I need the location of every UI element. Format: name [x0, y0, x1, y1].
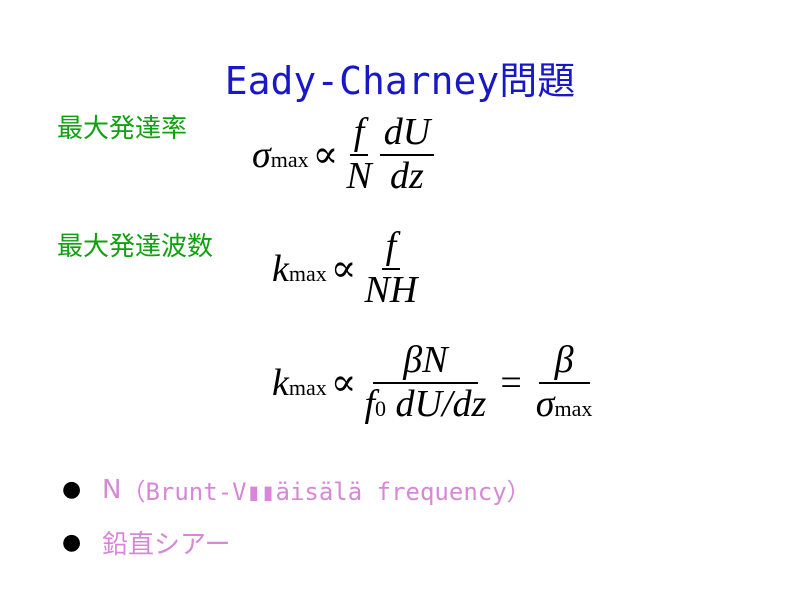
sigma-symbol: σ [535, 382, 555, 425]
denominator: f0 dU/dz [360, 382, 490, 426]
denominator: NH [364, 268, 418, 311]
proportional-symbol: ∝ [330, 248, 357, 291]
slide-title: Eady-Charney問題 [224, 59, 576, 103]
bullet-text: （Brunt-V▮▮äisälä frequency） [121, 478, 531, 506]
bullet-lead: 鉛直シアー [102, 530, 231, 560]
equals-symbol: = [500, 361, 522, 404]
bullet-icon: ● [62, 530, 82, 555]
max-subscript: max [288, 374, 327, 400]
numerator: βN [373, 339, 478, 384]
du-dz: dU/dz [395, 382, 487, 425]
denominator: N [346, 154, 372, 197]
f-symbol: f [364, 382, 376, 425]
bullet-item: ● 鉛直シアー [62, 524, 230, 561]
denominator: σmax [532, 382, 597, 426]
proportional-symbol: ∝ [312, 134, 339, 177]
growth-rate-label: 最大発達率 [57, 114, 188, 144]
sigma-symbol: σ [252, 133, 271, 176]
numerator: β [538, 339, 590, 384]
denominator: dz [390, 154, 424, 197]
max-subscript: max [288, 260, 327, 286]
max-subscript: max [554, 395, 593, 421]
numerator: dU [379, 111, 435, 156]
numerator: f [349, 111, 369, 156]
zero-subscript: 0 [375, 395, 387, 421]
numerator: f [381, 225, 401, 270]
max-subscript: max [270, 146, 309, 172]
bullet-icon: ● [62, 477, 82, 502]
proportional-symbol: ∝ [330, 362, 357, 405]
wavenumber-label: 最大発達波数 [57, 232, 214, 262]
k-symbol: k [272, 247, 289, 290]
bullet-lead: N [102, 474, 122, 505]
bullet-item: ● N （Brunt-V▮▮äisälä frequency） [62, 472, 531, 507]
k-symbol: k [272, 361, 289, 404]
